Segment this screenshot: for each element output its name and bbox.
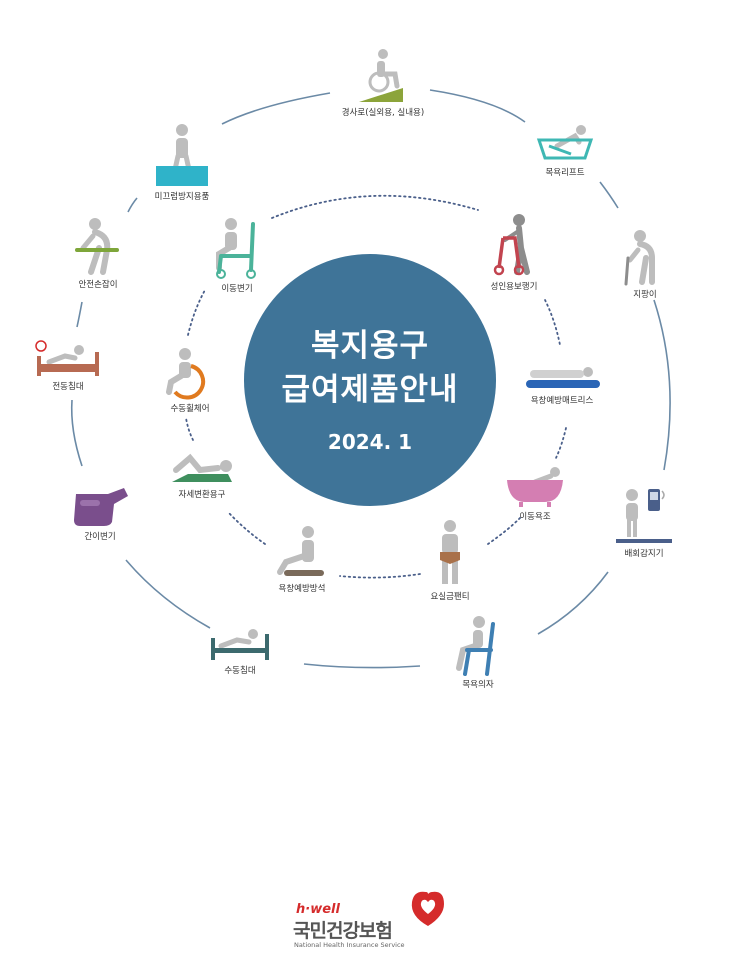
inner-item-label: 수동휠체어 (170, 404, 210, 414)
outer-item-bath-lift: 목욕리프트 (505, 124, 625, 178)
outer-item-anti-slip: 미끄럼방지용품 (122, 124, 242, 202)
inner-item-label: 요실금팬티 (430, 592, 470, 602)
inner-item-wheelchair: 수동휠체어 (130, 348, 250, 414)
anti-slip-mat-icon (156, 124, 208, 186)
logo-name: 국민건강보험 (293, 920, 393, 942)
outer-item-urinal: 간이변기 (40, 486, 160, 542)
inner-item-incontinence: 요실금팬티 (390, 520, 510, 602)
outer-item-bath-chair: 목욕의자 (418, 616, 538, 690)
outer-item-label: 경사로(실외용, 실내용) (341, 108, 425, 118)
inner-item-bathtub: 이동욕조 (475, 466, 595, 522)
inner-item-cushion: 욕창예방방석 (242, 526, 362, 594)
manual-wheelchair-icon (166, 348, 206, 400)
safety-handle-icon (75, 218, 119, 275)
pressure-mattress-icon (526, 367, 600, 388)
outer-item-label: 미끄럼방지용품 (154, 192, 210, 202)
posture-aid-icon (172, 453, 232, 482)
outer-item-electric-bed: 전동침대 (8, 340, 128, 392)
title-line-1: 복지용구 (310, 328, 430, 364)
inner-item-label: 욕창예방방석 (278, 584, 326, 594)
wheelchair-ramp-icon (359, 49, 403, 102)
logo-tagline: h·well (296, 902, 340, 917)
inner-item-label: 성인용보행기 (490, 282, 538, 292)
publish-date: 2024. 1 (327, 430, 413, 454)
outer-item-manual-bed: 수동침대 (180, 628, 300, 676)
walking-cane-icon (624, 230, 655, 286)
nhis-logo: h·well 국민건강보험 National Health Insurance … (290, 888, 460, 958)
pressure-cushion-icon (277, 526, 324, 576)
outer-item-label: 수동침대 (224, 666, 256, 676)
incontinence-pants-icon (440, 520, 460, 584)
outer-item-label: 배회감지기 (624, 549, 664, 559)
inner-item-walker: 성인용보행기 (454, 214, 574, 292)
inner-item-label: 이동욕조 (519, 512, 551, 522)
inner-item-label: 이동변기 (221, 284, 253, 294)
bath-lift-icon (536, 125, 594, 160)
outer-item-label: 안전손잡이 (78, 280, 118, 290)
walker-icon (493, 214, 530, 276)
manual-bed-icon (211, 629, 269, 660)
heart-icon (411, 891, 444, 926)
outer-item-label: 목욕의자 (462, 680, 494, 690)
outer-item-label: 지팡이 (633, 290, 657, 300)
inner-item-mobile-toilet: 이동변기 (177, 218, 297, 294)
inner-item-label: 욕창예방매트리스 (530, 396, 594, 406)
title-line-2: 급여제품안내 (281, 372, 459, 408)
outer-item-ramp: 경사로(실외용, 실내용) (323, 44, 443, 118)
title-badge: 복지용구 급여제품안내 2024. 1 (244, 254, 496, 506)
outer-item-safety-handle: 안전손잡이 (38, 218, 158, 290)
outer-item-label: 전동침대 (52, 382, 84, 392)
outer-item-wandering-detector: 배회감지기 (584, 487, 704, 559)
inner-item-label: 자세변환용구 (178, 490, 226, 500)
outer-item-label: 간이변기 (84, 532, 116, 542)
portable-urinal-icon (74, 488, 128, 526)
outer-item-label: 목욕리프트 (545, 168, 585, 178)
outer-item-cane: 지팡이 (585, 228, 705, 300)
wandering-detector-icon (616, 489, 672, 543)
inner-item-posture-aid: 자세변환용구 (142, 452, 262, 500)
inner-item-mattress: 욕창예방매트리스 (502, 364, 622, 406)
portable-bathtub-icon (507, 467, 563, 507)
electric-bed-icon (35, 340, 99, 376)
bath-chair-icon (456, 616, 495, 676)
logo-english: National Health Insurance Service (294, 941, 405, 949)
mobile-toilet-icon (216, 218, 256, 279)
